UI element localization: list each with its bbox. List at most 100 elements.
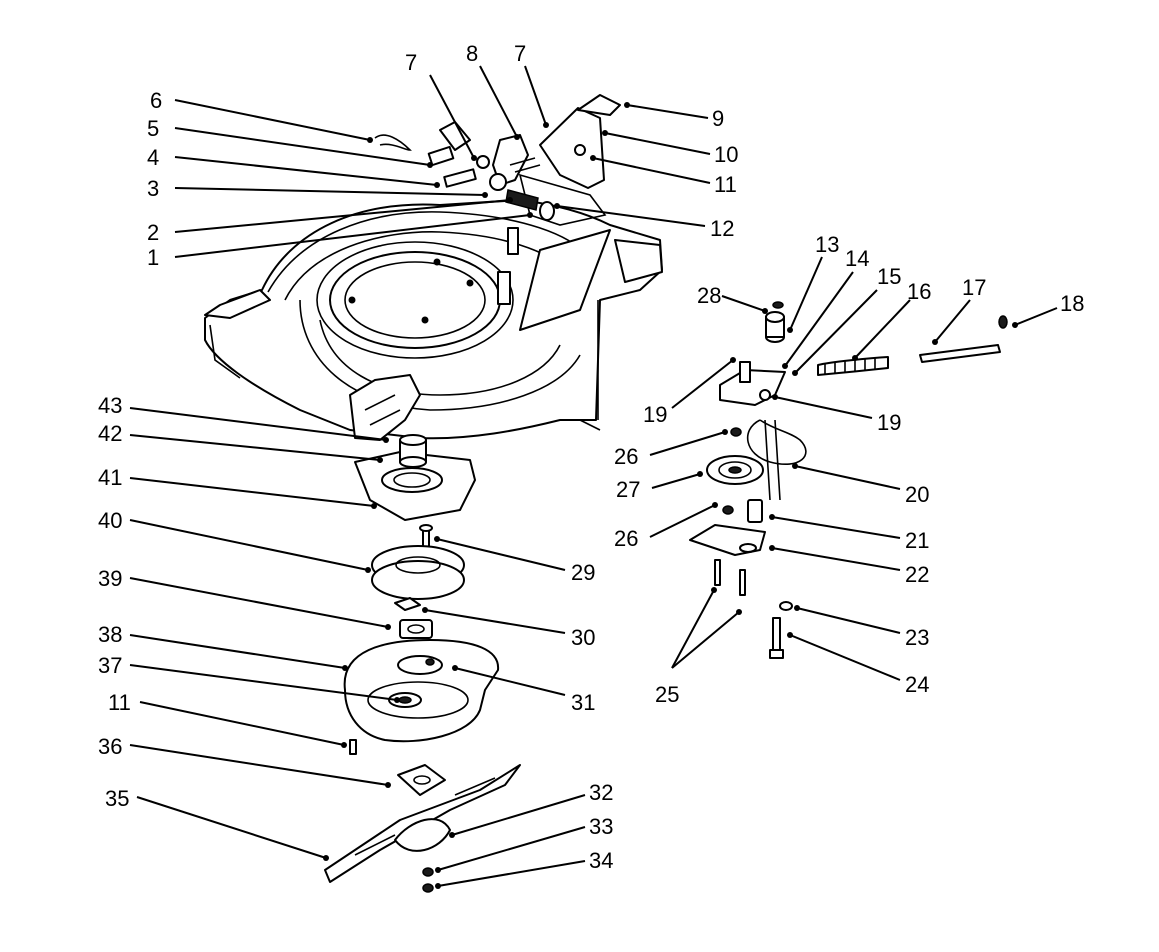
svg-text:28: 28	[697, 283, 721, 308]
callout-38: 38	[98, 622, 348, 671]
callout-26b: 26	[614, 502, 718, 551]
callout-4: 4	[147, 145, 440, 188]
callout-12: 12	[554, 203, 734, 241]
svg-text:7: 7	[405, 50, 417, 75]
callout-37: 37	[98, 653, 400, 703]
svg-text:5: 5	[147, 116, 159, 141]
callout-6: 6	[150, 88, 373, 143]
svg-text:38: 38	[98, 622, 122, 647]
svg-text:30: 30	[571, 625, 595, 650]
svg-text:19: 19	[643, 402, 667, 427]
svg-text:14: 14	[845, 246, 869, 271]
callout-33: 33	[435, 814, 613, 873]
drive-assembly-right	[689, 301, 1008, 659]
svg-text:13: 13	[815, 232, 839, 257]
callout-10: 10	[602, 130, 738, 167]
callout-42: 42	[98, 421, 383, 463]
svg-text:23: 23	[905, 625, 929, 650]
callout-21: 21	[769, 514, 929, 553]
svg-text:43: 43	[98, 393, 122, 418]
svg-text:15: 15	[877, 264, 901, 289]
svg-text:34: 34	[589, 848, 613, 873]
svg-text:31: 31	[571, 690, 595, 715]
mower-deck-housing	[204, 173, 663, 441]
callout-31: 31	[452, 665, 595, 715]
svg-text:42: 42	[98, 421, 122, 446]
svg-text:12: 12	[710, 216, 734, 241]
svg-text:11: 11	[714, 172, 737, 197]
callout-3: 3	[147, 176, 488, 201]
callout-18: 18	[1012, 291, 1084, 328]
svg-text:26: 26	[614, 444, 638, 469]
svg-text:37: 37	[98, 653, 122, 678]
callout-11a: 11	[590, 155, 737, 197]
callout-36: 36	[98, 734, 391, 788]
svg-text:24: 24	[905, 672, 929, 697]
callout-24: 24	[787, 632, 929, 697]
svg-text:29: 29	[571, 560, 595, 585]
blade-stack	[324, 434, 521, 893]
callout-34: 34	[435, 848, 613, 889]
callout-39: 39	[98, 566, 391, 630]
svg-text:36: 36	[98, 734, 122, 759]
svg-text:3: 3	[147, 176, 159, 201]
callout-28: 28	[697, 283, 768, 314]
callout-15: 15	[792, 264, 901, 376]
svg-text:35: 35	[105, 786, 129, 811]
callout-8: 8	[466, 41, 520, 140]
callout-40: 40	[98, 508, 371, 573]
svg-text:17: 17	[962, 275, 986, 300]
callout-1: 1	[147, 212, 533, 270]
callout-9: 9	[624, 102, 724, 131]
callouts: 1 2 3 4 5 6 7	[98, 41, 1084, 889]
callout-19a: 19	[643, 357, 736, 427]
callout-22: 22	[769, 545, 929, 587]
callout-20: 20	[792, 463, 929, 507]
svg-text:16: 16	[907, 279, 931, 304]
svg-text:40: 40	[98, 508, 122, 533]
svg-text:10: 10	[714, 142, 738, 167]
callout-25: 25	[655, 587, 742, 707]
callout-41: 41	[98, 465, 377, 509]
svg-text:9: 9	[712, 106, 724, 131]
callout-7b: 7	[514, 41, 549, 128]
callout-13: 13	[787, 232, 839, 333]
svg-text:18: 18	[1060, 291, 1084, 316]
svg-text:8: 8	[466, 41, 478, 66]
callout-43: 43	[98, 393, 389, 443]
svg-text:41: 41	[98, 465, 122, 490]
svg-text:32: 32	[589, 780, 613, 805]
callout-7a: 7	[405, 50, 477, 161]
callout-17: 17	[932, 275, 986, 345]
callout-5: 5	[147, 116, 433, 168]
callout-26a: 26	[614, 429, 728, 469]
callout-30: 30	[422, 607, 595, 650]
callout-29: 29	[434, 536, 595, 585]
height-adjust-linkage	[374, 94, 621, 221]
callout-2: 2	[147, 197, 513, 245]
callout-32: 32	[449, 780, 613, 838]
svg-text:33: 33	[589, 814, 613, 839]
callout-35: 35	[105, 786, 329, 861]
callout-14: 14	[782, 246, 869, 369]
svg-text:4: 4	[147, 145, 159, 170]
svg-text:39: 39	[98, 566, 122, 591]
svg-text:27: 27	[616, 477, 640, 502]
svg-text:19: 19	[877, 410, 901, 435]
svg-text:26: 26	[614, 526, 638, 551]
svg-text:11: 11	[108, 690, 131, 715]
svg-text:6: 6	[150, 88, 162, 113]
svg-text:21: 21	[905, 528, 929, 553]
svg-text:20: 20	[905, 482, 929, 507]
svg-text:22: 22	[905, 562, 929, 587]
svg-text:1: 1	[147, 245, 159, 270]
callout-16: 16	[852, 279, 931, 361]
svg-text:25: 25	[655, 682, 679, 707]
callout-27: 27	[616, 471, 703, 502]
callout-19b: 19	[772, 394, 901, 435]
svg-text:2: 2	[147, 220, 159, 245]
callout-11b: 11	[108, 690, 347, 748]
svg-text:7: 7	[514, 41, 526, 66]
